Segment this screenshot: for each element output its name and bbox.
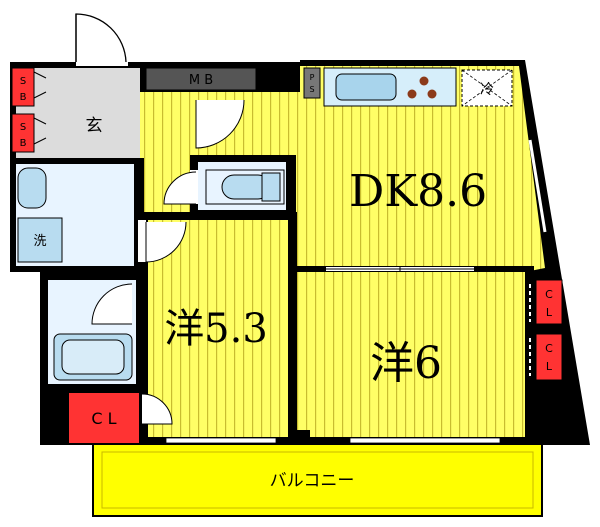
balcony: バルコニー [92,443,543,517]
shoe-box-2: S B [11,113,47,153]
hall-door [195,99,245,149]
washroom: 洗 [10,158,144,272]
svg-text:B: B [20,92,27,103]
closet-right-1: C L [529,279,563,325]
washer-label: 洗 [33,234,46,249]
svg-text:S: S [20,122,26,133]
window-dk [528,139,547,233]
closet-main-label: C L [91,409,116,428]
washroom-door [138,220,187,263]
balcony-label: バルコニー [270,471,355,491]
entrance-label: 玄 [86,116,103,136]
western-b-label: 洋6 [370,338,442,389]
pipe-space: P S [303,67,321,99]
entrance-floor [16,68,140,158]
burner-icon [427,89,437,99]
svg-text:S: S [309,85,314,94]
western-a-label: 洋5.3 [164,306,268,352]
bathroom [40,272,144,392]
kitchen-counter [323,67,457,107]
burner-icon [407,89,417,99]
svg-text:L: L [546,360,553,373]
svg-text:C: C [545,342,553,355]
shoe-box-1: S B [11,67,47,107]
wall-western [290,212,297,430]
closet-main: C L [67,391,173,445]
svg-text:P: P [310,73,315,82]
closet-right-2: C L [529,333,563,381]
meter-box-label: M B [189,73,213,88]
svg-text:L: L [546,306,553,319]
sliding-door-dk [326,266,474,272]
svg-text:B: B [20,138,27,149]
meter-box: M B [145,67,257,91]
dk-label: DK8.6 [349,166,487,217]
window-balcony [165,437,501,444]
fridge-label: 冷 [480,82,494,98]
toilet-room [190,155,296,217]
entry-door [75,13,128,66]
svg-text:S: S [20,76,26,87]
svg-text:C: C [545,288,553,301]
burner-icon [419,76,429,86]
fridge-space: 冷 [461,69,513,107]
toilet-door [163,170,198,205]
